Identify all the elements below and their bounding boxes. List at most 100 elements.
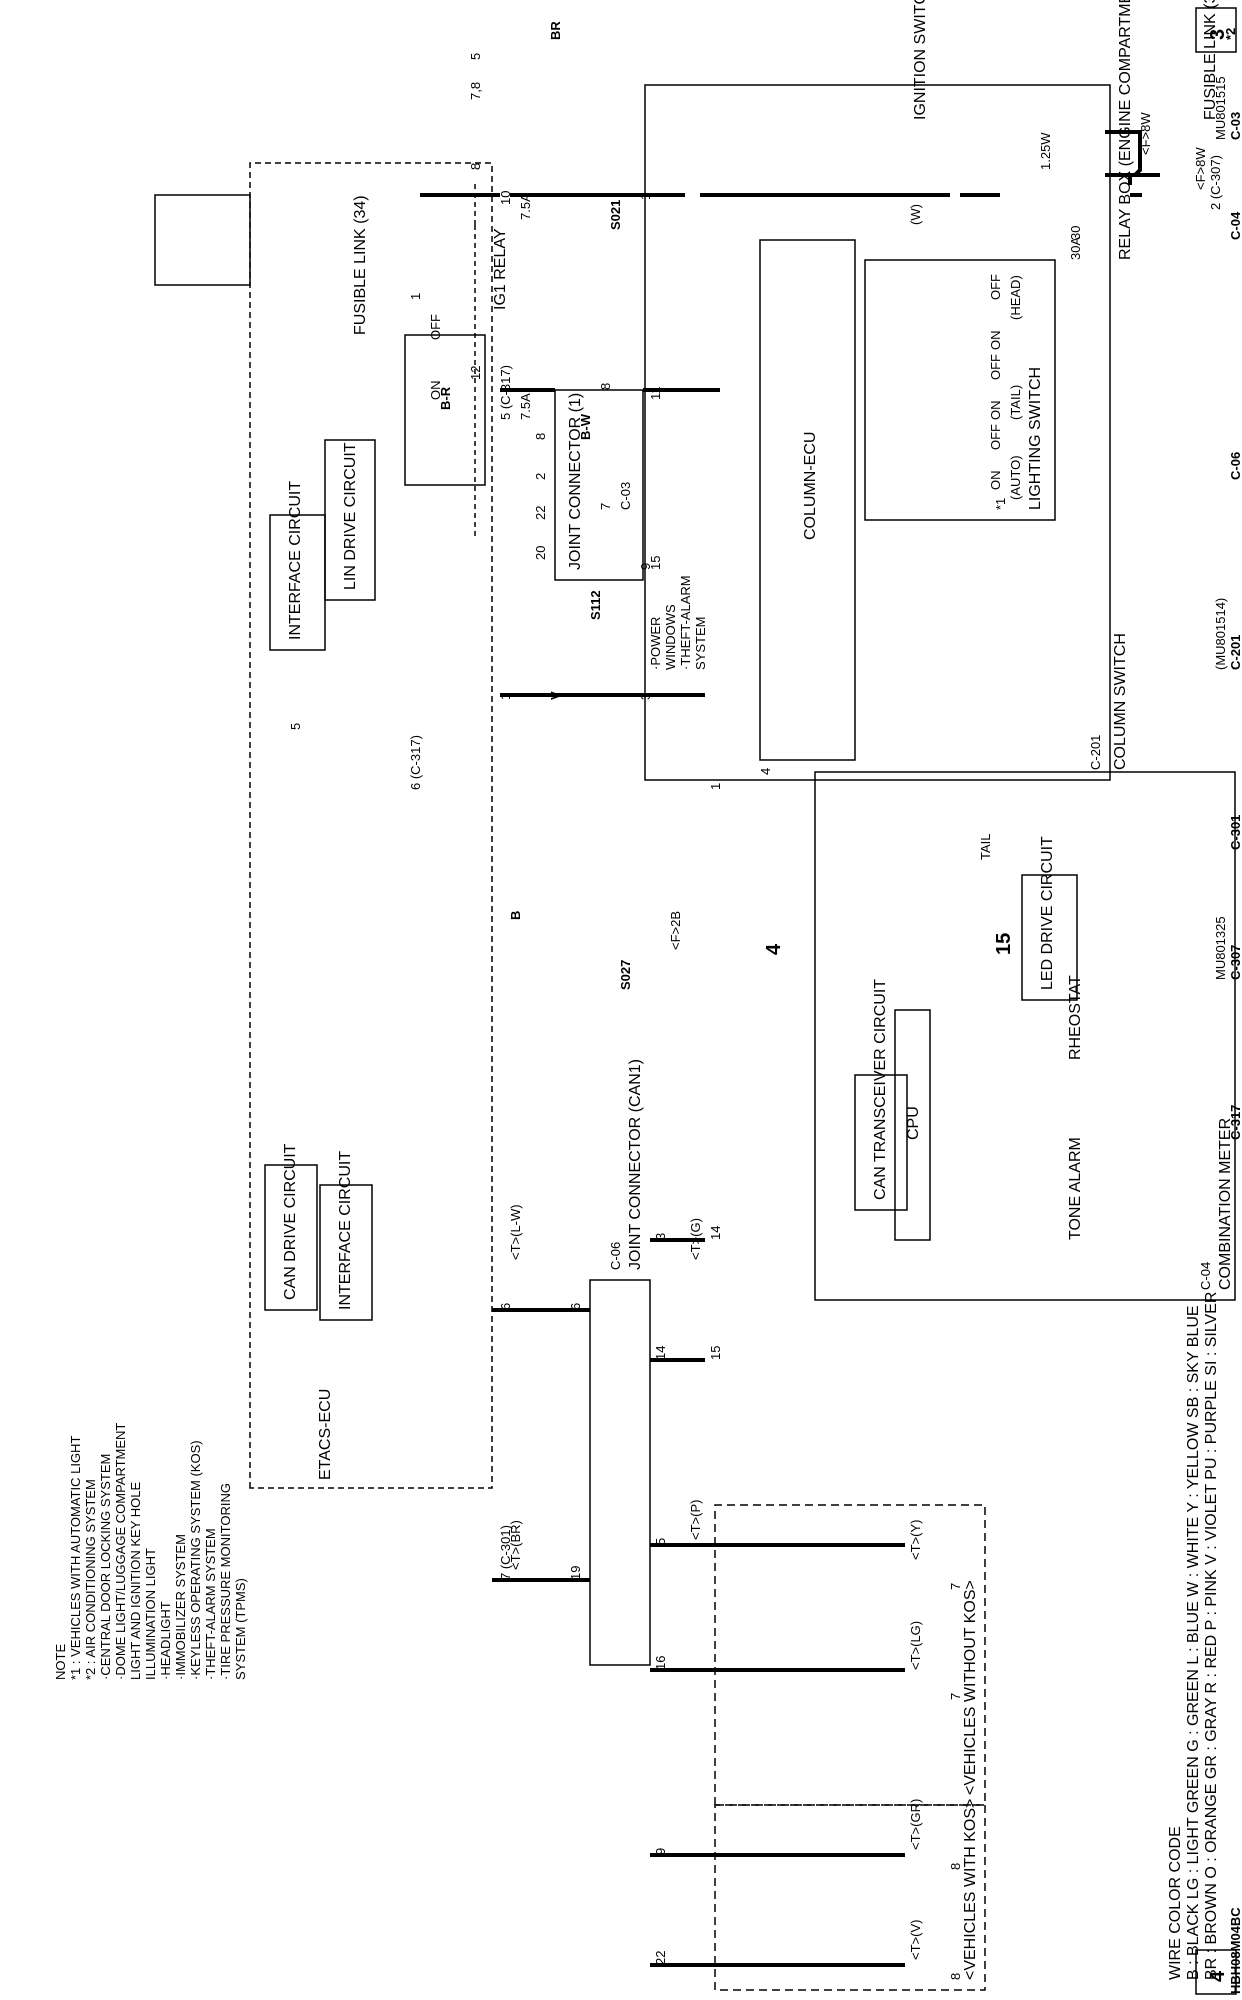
etacs-ecu-label: ETACS-ECU <box>317 1389 334 1480</box>
wire-t-y: <T>(Y) <box>908 1520 923 1560</box>
wire-b: B <box>508 911 523 920</box>
ig1-relay-label: IG1 RELAY <box>492 228 509 310</box>
etacs-fuse12-num: 12 <box>468 366 483 380</box>
ignition-switch-label: IGNITION SWITCH (IG1) <box>912 0 929 120</box>
wire-t-v: <T>(V) <box>908 1920 923 1960</box>
ref-5b: 5 <box>288 723 303 730</box>
joint-can-pin-0: 6 <box>568 1303 583 1310</box>
lighting-switch-box <box>864 259 1056 521</box>
joint1-pin-1: 2 <box>533 473 548 480</box>
lighting-on2: ON <box>988 401 1003 421</box>
wire-br-1: BR <box>548 21 563 40</box>
page-number-bottom: 4 <box>1207 1970 1229 1982</box>
interface-lin-box <box>269 514 326 651</box>
column-pin9: 9 <box>638 563 653 570</box>
lighting-auto: (AUTO) <box>1008 455 1023 500</box>
column-switch-label: COLUMN SWITCH <box>1112 633 1129 770</box>
joint-can-pin-6: 9 <box>653 1848 668 1855</box>
etacs-pin6: 6 <box>498 1303 513 1310</box>
ref-5: 5 <box>468 53 483 60</box>
lighting-on3: ON <box>988 471 1003 491</box>
column-pin4: 4 <box>758 768 773 775</box>
splice-s112: S112 <box>588 590 603 620</box>
note-line-2: ·CENTRAL DOOR LOCKING SYSTEM <box>98 1454 113 1680</box>
wire-f8w-1: <F>8W <box>1138 112 1153 155</box>
joint1-pin-0: 8 <box>533 433 548 440</box>
relay-off: OFF <box>428 314 443 340</box>
note-line-6: ·HEADLIGHT <box>158 1601 173 1680</box>
wire-t-g: <T>(G) <box>688 1218 703 1260</box>
note-line-1: *2 : AIR CONDITIONING SYSTEM <box>83 1479 98 1680</box>
wire-v: V <box>548 691 563 700</box>
etacs-pin5: 5 (C-317) <box>498 365 513 420</box>
led-drive-box <box>1021 874 1078 1001</box>
etacs-pin1: 1 <box>498 693 513 700</box>
ref-7b: 7 <box>948 1583 963 1590</box>
page-number-box-top <box>1195 7 1237 53</box>
cpu-box <box>894 1009 931 1241</box>
ig1-relay-box <box>404 334 486 486</box>
wcc-title: WIRE COLOR CODE <box>1167 1826 1184 1980</box>
column-switch-box <box>644 84 1111 781</box>
joint1-pin-4: 11 <box>648 387 663 401</box>
joint-can-pin-1: 19 <box>568 1566 583 1580</box>
ref-7a: 7 <box>598 503 613 510</box>
relay-fuse-rating: 30A <box>1068 237 1083 260</box>
splice-s021: S021 <box>608 200 623 230</box>
column-pin3: 3 <box>638 693 653 700</box>
s112-line-3: SYSTEM <box>693 617 708 670</box>
note-line-8: ·KEYLESS OPERATING SYSTEM (KOS) <box>188 1440 203 1680</box>
joint-can-pin-3: 14 <box>653 1346 668 1360</box>
note-line-5: ILLUMINATION LIGHT <box>143 1548 158 1680</box>
interface-can-box <box>319 1184 373 1321</box>
lighting-head: (HEAD) <box>1008 275 1023 320</box>
joint1-conn: C-03 <box>618 482 633 510</box>
ref-78: 7,8 <box>468 82 483 100</box>
relay-fuse-num: 30 <box>1068 226 1083 240</box>
interface-lin-label: INTERFACE CIRCUIT <box>287 481 304 640</box>
relay-on: ON <box>428 381 443 401</box>
wire-f8w-2: <F>8W <box>1193 147 1208 190</box>
etacs-pin10: 10 <box>498 191 513 205</box>
conn-c03-sub: MU801515 <box>1213 76 1228 140</box>
column-ecu-label: COLUMN-ECU <box>802 432 819 540</box>
joint-can-pin-4: 5 <box>653 1538 668 1545</box>
note-title: NOTE <box>53 1644 68 1680</box>
lighting-on1: ON <box>988 331 1003 351</box>
wire-t-br: <T>(BR) <box>508 1520 523 1570</box>
can-drive-label: CAN DRIVE CIRCUIT <box>282 1143 299 1300</box>
ref-7c: 7 <box>948 1693 963 1700</box>
variant-without: <VEHICLES WITHOUT KOS> <box>962 1580 979 1795</box>
relay-box-rect <box>154 194 251 286</box>
joint1-pin-2: 22 <box>533 506 548 520</box>
joint-connector-1-box <box>554 389 644 581</box>
meter-pin14: 14 <box>708 1226 723 1240</box>
relay-connector: 2 (C-307) <box>1208 155 1223 210</box>
wire-w-label: (W) <box>908 204 923 225</box>
conn-c03-name: C-03 <box>1228 112 1242 140</box>
conn-c04-name: C-04 <box>1228 211 1242 240</box>
wire-b-w: B-W <box>578 413 593 440</box>
combination-meter-box <box>814 771 1236 1301</box>
wire-t-lw: <T>(L-W) <box>508 1204 523 1260</box>
s112-line-1: WINDOWS <box>663 604 678 670</box>
meter-tone: TONE ALARM <box>1067 1137 1084 1240</box>
can-transceiver-box <box>854 1074 908 1211</box>
note-line-0: *1 : VEHICLES WITH AUTOMATIC LIGHT <box>68 1436 83 1680</box>
wire-t-gr: <T>(GR) <box>908 1799 923 1850</box>
lighting-switch-label: LIGHTING SWITCH <box>1027 367 1044 510</box>
note-line-3: ·DOME LIGHT/LUGGAGE COMPARTMENT <box>113 1423 128 1680</box>
interface-can-label: INTERFACE CIRCUIT <box>337 1151 354 1310</box>
ref-8b: 8 <box>948 1863 963 1870</box>
note-line-9: ·THEFT-ALARM SYSTEM <box>203 1528 218 1680</box>
can-drive-box <box>264 1164 318 1311</box>
relay-wire-out: 1.25W <box>1038 132 1053 170</box>
meter-tail: TAIL <box>978 834 993 861</box>
meter-conn: C-04 <box>1198 1262 1213 1290</box>
page-number-box-bottom <box>1195 1949 1237 1995</box>
ref-1: 1 <box>408 293 423 300</box>
etacs-pin7: 7 (C-301) <box>498 1525 513 1580</box>
s112-line-0: ·POWER <box>648 617 663 670</box>
